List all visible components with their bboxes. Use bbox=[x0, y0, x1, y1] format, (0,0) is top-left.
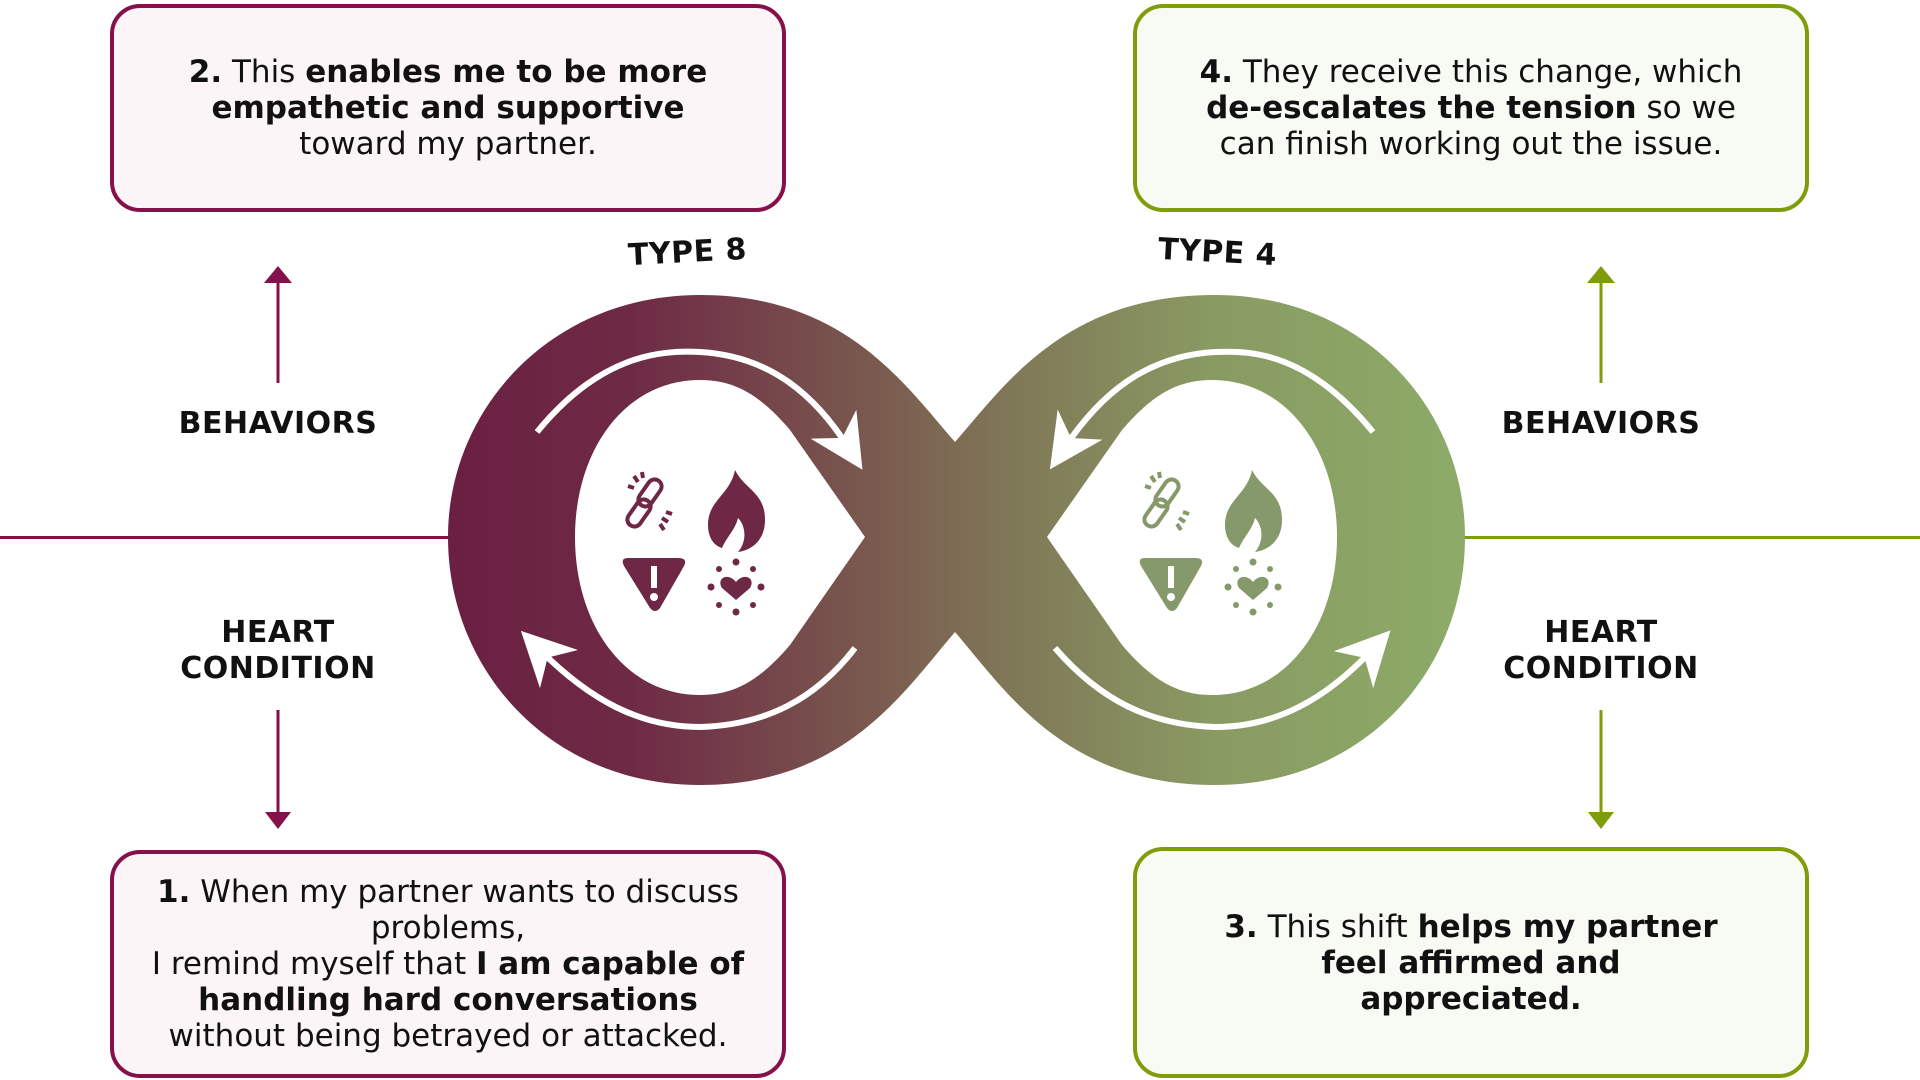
type-4-label: TYPE 4 bbox=[1157, 231, 1278, 274]
type-8-label: TYPE 8 bbox=[627, 231, 748, 274]
flame-icon bbox=[708, 470, 765, 552]
left-behaviors-label: BEHAVIORS bbox=[178, 406, 378, 441]
left-heart-condition-label: HEART CONDITION bbox=[128, 615, 428, 687]
right-down-arrow bbox=[1588, 710, 1614, 829]
left-down-arrow bbox=[265, 710, 291, 829]
arrow-left-top bbox=[534, 348, 863, 470]
step-3-box: 3. This shift helps my partner feel affi… bbox=[1133, 847, 1809, 1078]
right-inner-hole bbox=[1047, 380, 1337, 695]
arrow-right-bottom bbox=[1052, 630, 1391, 731]
left-up-arrow bbox=[264, 266, 292, 383]
arrow-right-top bbox=[1049, 348, 1376, 470]
step-2-text: 2. This enables me to be more empathetic… bbox=[188, 54, 708, 162]
flame-icon bbox=[1225, 470, 1282, 552]
step-2-box: 2. This enables me to be more empathetic… bbox=[110, 4, 786, 212]
warning-icon bbox=[622, 558, 686, 611]
right-behaviors-label: BEHAVIORS bbox=[1501, 406, 1701, 441]
right-divider-line bbox=[1462, 536, 1920, 539]
broken-link-icon bbox=[625, 471, 673, 532]
step-1-text: 1. When my partner wants to discuss prob… bbox=[151, 874, 745, 1054]
step-4-text: 4. They receive this change, which de-es… bbox=[1199, 54, 1743, 162]
heart-label-line1: HEART bbox=[221, 615, 335, 650]
right-heart-condition-label: HEART CONDITION bbox=[1451, 615, 1751, 687]
warning-icon bbox=[1139, 558, 1203, 611]
heart-label-line2: CONDITION bbox=[1503, 651, 1699, 686]
heart-label-line2: CONDITION bbox=[180, 651, 376, 686]
step-1-box: 1. When my partner wants to discuss prob… bbox=[110, 850, 786, 1078]
step-3-text: 3. This shift helps my partner feel affi… bbox=[1224, 908, 1718, 1017]
right-up-arrow bbox=[1587, 266, 1615, 383]
heart-label-line1: HEART bbox=[1544, 615, 1658, 650]
left-divider-line bbox=[0, 536, 450, 539]
heart-burst-icon bbox=[1224, 558, 1282, 616]
arrow-left-bottom bbox=[520, 630, 858, 731]
step-4-box: 4. They receive this change, which de-es… bbox=[1133, 4, 1809, 212]
broken-link-icon bbox=[1142, 471, 1190, 532]
heart-burst-icon bbox=[707, 558, 765, 616]
